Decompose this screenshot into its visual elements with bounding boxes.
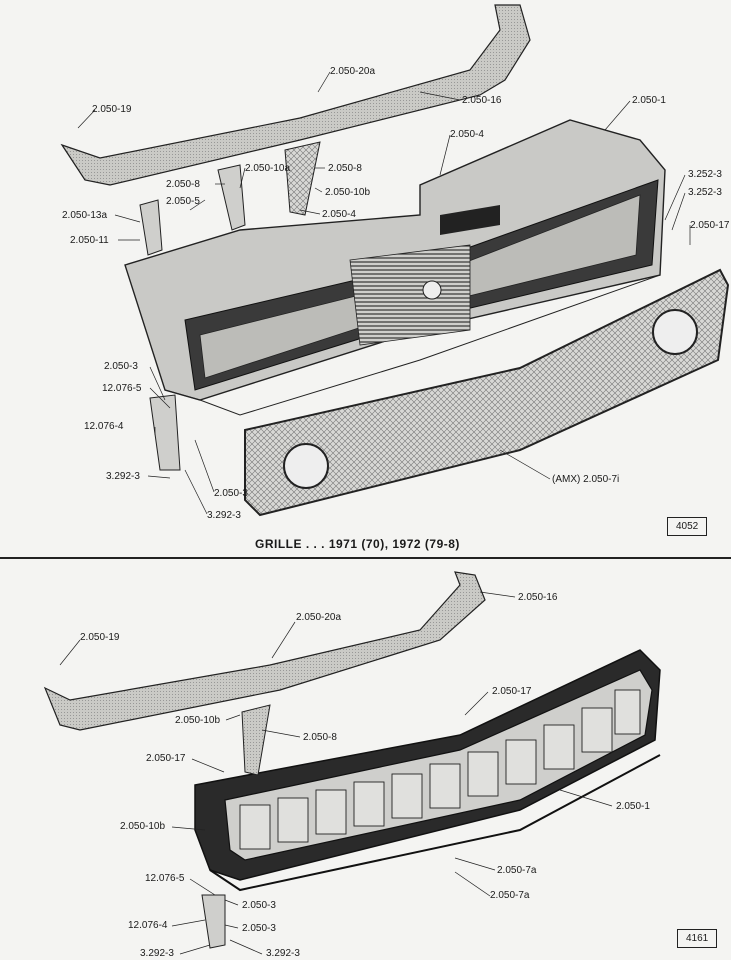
top-amx-mesh-grille [244,268,730,517]
label-2050-10b-top: 2.050-10b [325,187,371,198]
label-2050-17-bottom-b: 2.050-17 [146,753,186,764]
bottom-grille-assembly [194,649,661,892]
top-brackets [139,141,321,471]
figure-number-top: 4052 [667,517,708,536]
label-2050-7a-bottom-b: 2.050-7a [490,890,530,901]
label-amx-2050-7i: (AMX) 2.050-7i [552,474,620,485]
figure-caption: GRILLE . . . 1971 (70), 1972 (79-8) [255,537,460,551]
top-grille-housing [124,119,666,416]
label-2050-3-top-a: 2.050-3 [104,361,138,372]
label-12076-5-top: 12.076-5 [102,383,142,394]
label-2050-17-bottom-a: 2.050-17 [492,686,532,697]
label-3292-3-top-a: 3.292-3 [106,471,140,482]
label-2050-20a-bottom: 2.050-20a [296,612,342,623]
label-3252-3-top-b: 3.252-3 [688,187,722,198]
label-2050-10b-bottom-b: 2.050-10b [120,821,166,832]
label-2050-5-top: 2.050-5 [166,196,200,207]
label-12076-5-bottom: 12.076-5 [145,873,185,884]
label-2050-4-top-b: 2.050-4 [322,209,356,220]
section-divider [0,557,731,559]
label-2050-3-bottom-a: 2.050-3 [242,900,276,911]
label-3252-3-top-a: 3.252-3 [688,169,722,180]
label-12076-4-top: 12.076-4 [84,421,124,432]
label-2050-20a-top: 2.050-20a [330,66,376,77]
label-2050-1-bottom: 2.050-1 [616,801,650,812]
label-2050-13a-top: 2.050-13a [62,210,108,221]
bottom-brackets [201,704,271,949]
label-2050-8-bottom: 2.050-8 [303,732,337,743]
label-3292-3-bottom-b: 3.292-3 [266,948,300,959]
label-2050-17-top: 2.050-17 [690,220,730,231]
figure-number-bottom: 4161 [677,929,718,948]
bottom-upper-support-bar [43,571,486,731]
label-2050-4-top-a: 2.050-4 [450,129,484,140]
label-2050-3-bottom-b: 2.050-3 [242,923,276,934]
label-2050-19-top: 2.050-19 [92,104,132,115]
label-3292-3-bottom-a: 3.292-3 [140,948,174,959]
label-2050-8-top-a: 2.050-8 [166,179,200,190]
label-2050-10b-bottom-a: 2.050-10b [175,715,221,726]
label-2050-10a-top: 2.050-10a [245,163,291,174]
top-leader-lines [77,71,691,515]
label-2050-16-bottom: 2.050-16 [518,592,558,603]
label-2050-7a-bottom-a: 2.050-7a [497,865,537,876]
label-2050-16-top: 2.050-16 [462,95,502,106]
label-2050-1-top: 2.050-1 [632,95,666,106]
bottom-leader-lines [59,591,613,955]
label-2050-19-bottom: 2.050-19 [80,632,120,643]
label-2050-8-top-b: 2.050-8 [328,163,362,174]
label-3292-3-top-b: 3.292-3 [207,510,241,521]
label-2050-11-top: 2.050-11 [70,235,109,246]
label-12076-4-bottom: 12.076-4 [128,920,168,931]
label-2050-3-top-b: 2.050-3 [214,488,248,499]
